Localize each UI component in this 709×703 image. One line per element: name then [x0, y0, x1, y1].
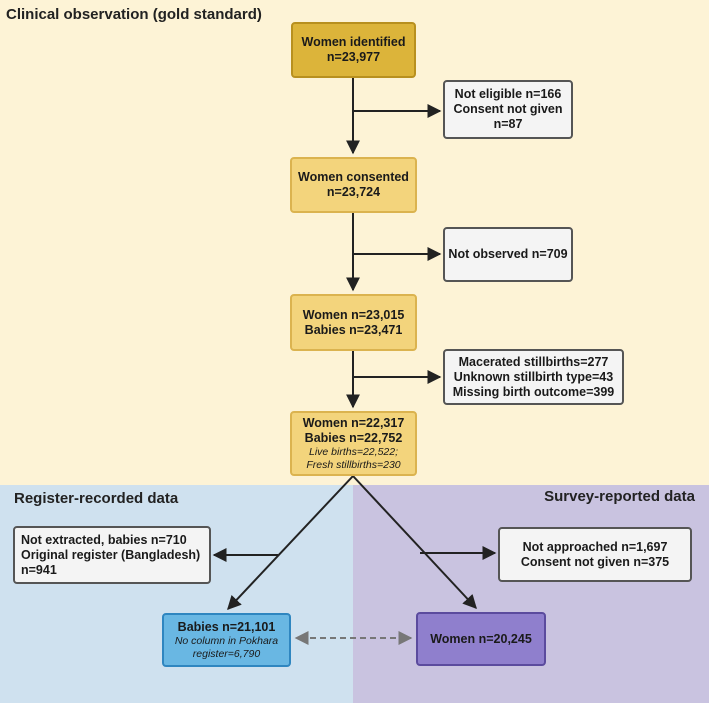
- not-observed-text: Not observed n=709: [448, 247, 568, 261]
- unknown-stillbirth-text: Unknown stillbirth type=43: [453, 369, 614, 384]
- dashed-comparison-arrowhead-left: [296, 633, 305, 643]
- original-register-count: n=941: [21, 562, 57, 577]
- fresh-stillbirths-note: Fresh stillbirths=230: [306, 458, 401, 471]
- stillbirth-exclusion-box: Macerated stillbirths=277 Unknown stillb…: [443, 349, 624, 405]
- survey-consent-not-given-text: Consent not given n=375: [520, 554, 670, 569]
- not-eligible-text: Not eligible n=166: [454, 87, 562, 101]
- survey-not-approached-box: Not approached n=1,697 Consent not given…: [498, 527, 692, 582]
- survey-section-title: Survey-reported data: [544, 488, 695, 505]
- consent-not-given-count: n=87: [493, 117, 523, 131]
- register-babies-box: Babies n=21,101 No column in Pokhara reg…: [162, 613, 291, 667]
- original-register-text: Original register (Bangladesh): [21, 547, 201, 562]
- clinical-section-title: Clinical observation (gold standard): [6, 6, 262, 23]
- women-analysed-count: Women n=22,317: [302, 415, 405, 430]
- not-approached-text: Not approached n=1,697: [522, 539, 668, 554]
- pokhara-note-line2: register=6,790: [192, 647, 261, 660]
- babies-observed-count: Babies n=23,471: [304, 322, 403, 337]
- pokhara-note-line1: No column in Pokhara: [174, 634, 279, 647]
- survey-women-count: Women n=20,245: [430, 631, 532, 646]
- macerated-stillbirths-text: Macerated stillbirths=277: [458, 354, 609, 369]
- women-analysed-box: Women n=22,317 Babies n=22,752 Live birt…: [290, 411, 417, 476]
- arrow-analysed-to-survey: [352, 475, 477, 610]
- women-consented-label: Women consented: [298, 170, 409, 184]
- women-observed-box: Women n=23,015 Babies n=23,471: [290, 294, 417, 351]
- babies-analysed-count: Babies n=22,752: [304, 430, 403, 445]
- missing-outcome-text: Missing birth outcome=399: [452, 384, 615, 399]
- survey-reported-region: [353, 485, 709, 703]
- not-extracted-text: Not extracted, babies n=710: [21, 532, 187, 547]
- live-births-note: Live births=22,522;: [308, 445, 399, 458]
- women-consented-box: Women consented n=23,724: [290, 157, 417, 213]
- register-section-title: Register-recorded data: [14, 490, 179, 507]
- women-identified-label: Women identified: [301, 35, 406, 49]
- register-not-extracted-box: Not extracted, babies n=710 Original reg…: [13, 526, 211, 584]
- survey-women-box: Women n=20,245: [416, 612, 546, 666]
- women-identified-box: Women identified n=23,977: [291, 22, 416, 78]
- not-eligible-box: Not eligible n=166 Consent not given n=8…: [443, 80, 573, 139]
- consent-not-given-text: Consent not given: [453, 102, 563, 116]
- women-consented-count: n=23,724: [326, 185, 381, 199]
- women-identified-count: n=23,977: [326, 50, 381, 64]
- arrow-analysed-to-register: [227, 475, 354, 611]
- not-observed-box: Not observed n=709: [443, 227, 573, 282]
- women-observed-count: Women n=23,015: [302, 307, 405, 322]
- register-babies-count: Babies n=21,101: [177, 619, 276, 634]
